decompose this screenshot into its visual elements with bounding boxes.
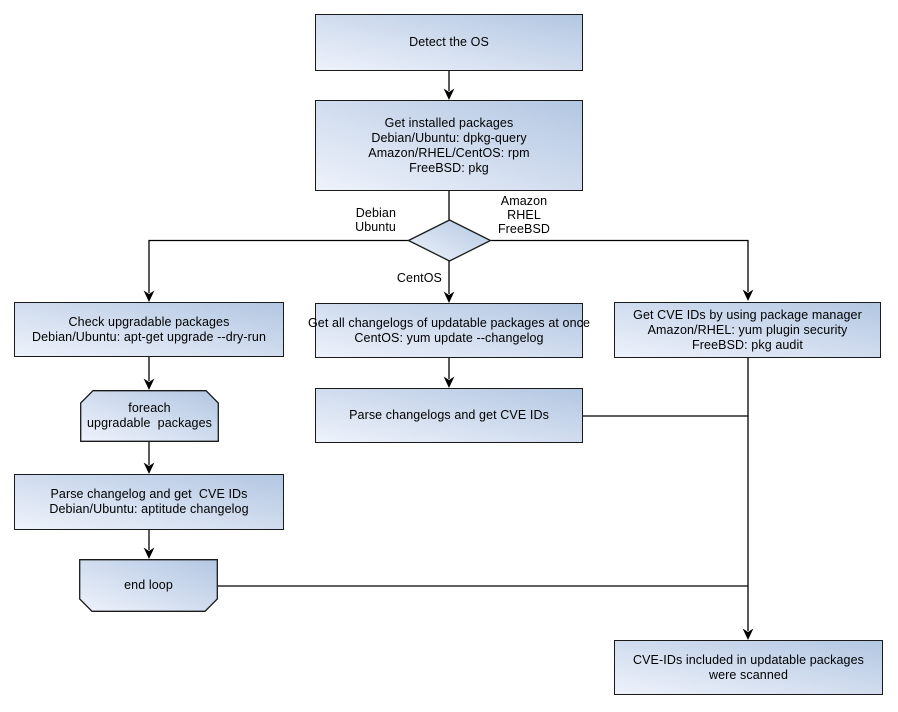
node-check-upgradable-line2: Debian/Ubuntu: apt-get upgrade --dry-run (32, 329, 266, 344)
node-foreach-loop-start: foreach upgradable packages (80, 390, 219, 442)
node-get-cve-ids-line2: Amazon/RHEL: yum plugin security (647, 322, 848, 337)
node-get-cve-ids-pkg-manager: Get CVE IDs by using package manager Ama… (614, 302, 881, 358)
node-parse-changelog: Parse changelog and get CVE IDs Debian/U… (14, 474, 284, 530)
edge-label-debian: Debian (355, 206, 396, 220)
edge-label-ubuntu: Ubuntu (355, 220, 396, 234)
edge-label-amazon-rhel-freebsd: Amazon RHEL FreeBSD (492, 194, 556, 236)
arrowhead-into-check-upgradable (143, 290, 155, 302)
node-foreach-line2: upgradable packages (86, 416, 212, 430)
edge-label-centos: CentOS (390, 271, 442, 285)
node-foreach-line1: foreach (128, 401, 171, 415)
loop-start-shape (80, 390, 219, 442)
node-parse-changelog-line2: Debian/Ubuntu: aptitude changelog (49, 502, 249, 516)
node-get-cve-ids-line1: Get CVE IDs by using package manager (633, 307, 862, 322)
arrowhead-into-parse-changelog (143, 462, 155, 474)
node-get-cve-ids-line3: FreeBSD: pkg audit (692, 337, 803, 352)
arrowhead-into-result (742, 628, 754, 640)
edge-label-debian-ubuntu: Debian Ubuntu (338, 206, 396, 234)
node-detect-os-text: Detect the OS (409, 35, 489, 49)
node-get-all-changelogs: Get all changelogs of updatable packages… (308, 303, 590, 358)
loop-end-shape (79, 559, 218, 612)
arrowhead-into-installed (443, 88, 455, 100)
node-check-upgradable-packages: Check upgradable packages Debian/Ubuntu:… (14, 302, 284, 357)
node-get-all-changelogs-line1: Get all changelogs of updatable packages… (307, 315, 591, 330)
edge-label-amazon: Amazon (500, 194, 548, 208)
arrowhead-into-endloop (143, 547, 155, 559)
node-get-installed-line2: Debian/Ubuntu: dpkg-query (371, 130, 527, 145)
edge-label-rhel: RHEL (507, 208, 541, 222)
node-get-installed-packages: Get installed packages Debian/Ubuntu: dp… (315, 100, 583, 191)
node-end-loop-text: end loop (124, 578, 173, 592)
node-check-upgradable-line1: Check upgradable packages (68, 314, 230, 329)
node-scan-result: CVE-IDs included in updatable packages w… (614, 640, 883, 695)
node-get-installed-line4: FreeBSD: pkg (409, 160, 489, 175)
node-parse-changelog-line1: Parse changelog and get CVE IDs (50, 487, 248, 501)
node-scan-result-line2: were scanned (708, 667, 789, 682)
node-scan-result-line1: CVE-IDs included in updatable packages (632, 652, 865, 667)
node-get-installed-line1: Get installed packages (384, 115, 514, 130)
connector-decision-to-check-upgradable (148, 239, 409, 293)
node-get-all-changelogs-line2: CentOS: yum update --changelog (354, 330, 544, 345)
node-parse-changelogs: Parse changelogs and get CVE IDs (315, 388, 583, 443)
arrowhead-into-get-changelogs (443, 291, 455, 303)
arrowhead-into-get-cve-ids (742, 289, 754, 301)
arrowhead-into-parse-changelogs (443, 376, 455, 388)
edge-label-centos-text: CentOS (396, 271, 442, 285)
diamond-shape (407, 219, 492, 262)
edge-label-freebsd: FreeBSD (497, 222, 551, 236)
arrowhead-into-foreach (143, 378, 155, 390)
node-detect-os: Detect the OS (315, 14, 583, 71)
node-end-loop: end loop (79, 559, 218, 612)
node-get-installed-line3: Amazon/RHEL/CentOS: rpm (368, 145, 530, 160)
node-parse-changelogs-text: Parse changelogs and get CVE IDs (349, 408, 549, 422)
node-os-decision-diamond (407, 219, 492, 262)
connector-decision-to-get-cve-ids (491, 239, 749, 292)
